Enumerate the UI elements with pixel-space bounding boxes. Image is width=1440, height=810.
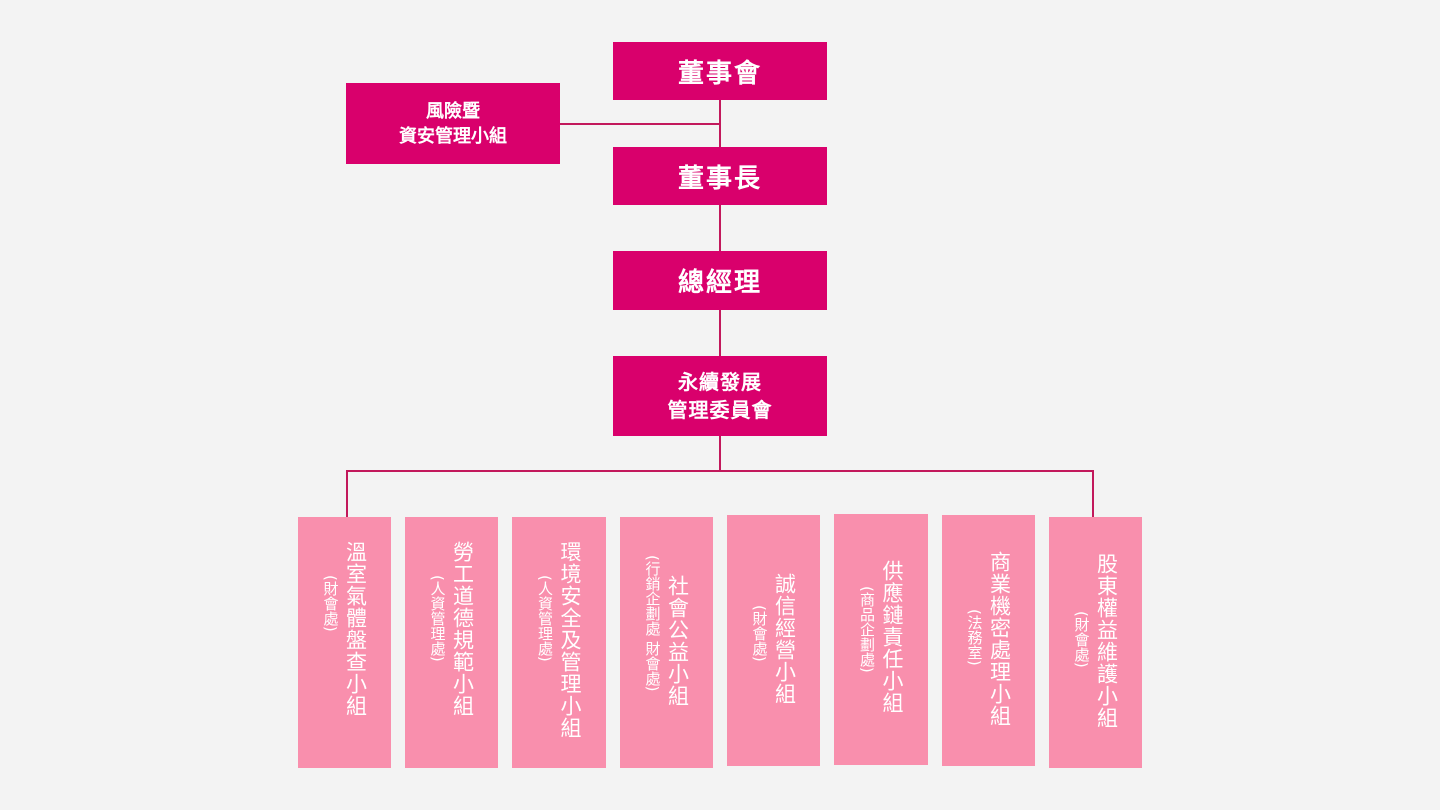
chairman-label: 董事長 — [677, 163, 762, 194]
connector-right-drop — [1092, 470, 1094, 518]
group-name: 股東權益維護小組 — [1094, 553, 1119, 729]
group-card-integrity: 誠信經營小組 (財會處) — [727, 515, 820, 766]
committee-label-line1: 永續發展 — [678, 370, 762, 394]
group-dept: (法務室) — [965, 609, 984, 666]
connector-risk — [559, 123, 720, 125]
president-box: 總經理 — [613, 251, 827, 310]
committee-box: 永續發展 管理委員會 — [613, 356, 827, 436]
group-dept: (行銷企劃處 財會處) — [643, 555, 662, 692]
board-box: 董事會 — [613, 42, 827, 100]
risk-group-label-line2: 資安管理小組 — [399, 125, 507, 147]
group-name: 溫室氣體盤查小組 — [343, 541, 368, 717]
connector-horizontal — [346, 470, 1094, 472]
group-dept: (商品企劃處) — [858, 586, 876, 673]
group-dept: (人資管理處) — [428, 575, 447, 662]
board-label: 董事會 — [677, 58, 762, 89]
risk-group-box: 風險暨 資安管理小組 — [346, 83, 560, 164]
president-label: 總經理 — [677, 268, 762, 298]
group-card-shareholder: 股東權益維護小組 (財會處) — [1049, 517, 1142, 768]
group-card-labor: 勞工道德規範小組 (人資管理處) — [405, 517, 498, 768]
group-dept: (財會處) — [321, 575, 340, 632]
group-card-supply-chain: 供應鏈責任小組 (商品企劃處) — [834, 514, 928, 765]
group-name: 商業機密處理小組 — [987, 551, 1012, 727]
risk-group-label-line1: 風險暨 — [426, 100, 480, 122]
group-name: 誠信經營小組 — [772, 573, 797, 705]
group-name: 供應鏈責任小組 — [880, 560, 904, 714]
committee-label-line2: 管理委員會 — [667, 398, 773, 422]
group-name: 社會公益小組 — [665, 575, 690, 707]
group-name: 勞工道德規範小組 — [450, 541, 475, 717]
group-card-charity: 社會公益小組 (行銷企劃處 財會處) — [620, 517, 713, 768]
group-card-environment: 環境安全及管理小組 (人資管理處) — [512, 517, 606, 768]
group-dept: (財會處) — [1072, 611, 1091, 668]
group-card-ghg: 溫室氣體盤查小組 (財會處) — [298, 517, 391, 768]
chairman-box: 董事長 — [613, 147, 827, 205]
group-card-trade-secret: 商業機密處理小組 (法務室) — [942, 515, 1035, 766]
connector-left-drop — [346, 470, 348, 518]
group-dept: (財會處) — [750, 605, 769, 662]
group-name: 環境安全及管理小組 — [558, 541, 582, 739]
group-dept: (人資管理處) — [536, 575, 554, 662]
